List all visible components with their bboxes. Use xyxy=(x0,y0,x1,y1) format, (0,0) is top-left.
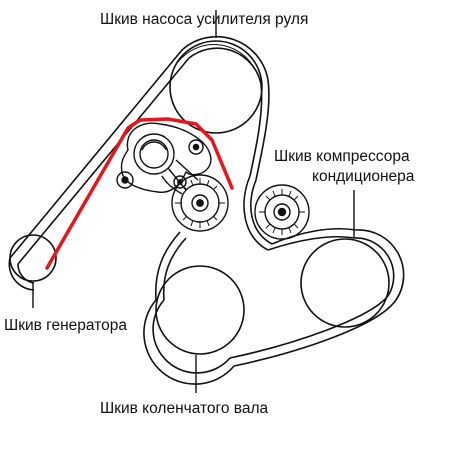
belt-tensioner xyxy=(116,122,229,232)
ac-compressor-pulley xyxy=(300,190,390,328)
drive-belt xyxy=(8,35,405,385)
label-generator-pulley: Шкив генератора xyxy=(4,317,127,334)
highlight-belt-route xyxy=(45,117,234,270)
label-ac-compressor-pulley-line2: кондиционера xyxy=(312,168,415,185)
power-steering-pulley xyxy=(169,10,263,134)
crankshaft-pulley xyxy=(155,265,245,393)
label-crankshaft-pulley: Шкив коленчатого вала xyxy=(100,400,269,417)
generator-pulley xyxy=(9,234,57,308)
label-power-steering-pulley: Шкив насоса усилителя руля xyxy=(100,11,308,28)
label-ac-compressor-pulley-line1: Шкив компрессора xyxy=(274,148,410,165)
idler-pulley xyxy=(254,184,310,240)
